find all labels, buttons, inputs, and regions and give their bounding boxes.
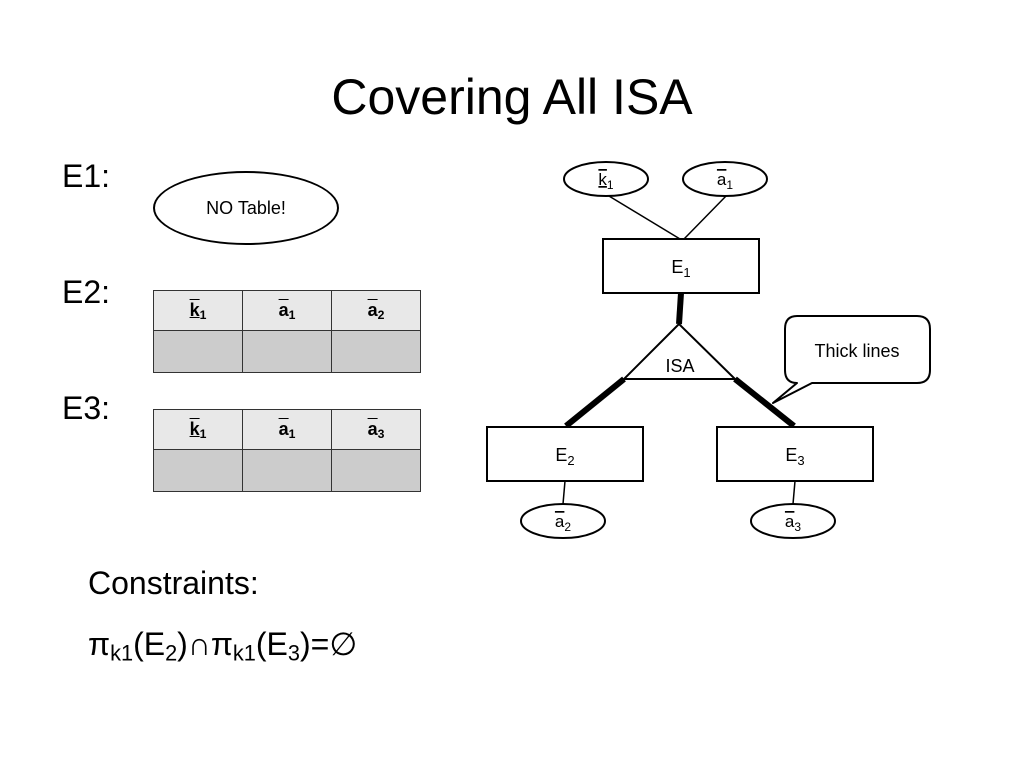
isa-triangle xyxy=(621,322,738,380)
e2-header-a2: a2 xyxy=(331,290,421,331)
no-table-text: NO Table! xyxy=(206,197,286,218)
e3-cell xyxy=(153,449,243,492)
e3-label: E3: xyxy=(62,390,111,426)
attr-a1-text: a1 xyxy=(717,170,733,192)
e2-cell xyxy=(331,330,421,373)
no-table-ellipse: NO Table! xyxy=(153,171,339,245)
e2-label: E2: xyxy=(62,274,111,310)
a1-connector xyxy=(683,193,729,240)
slide-title: Covering All ISA xyxy=(331,69,693,125)
e2-table: k1 a1 a2 xyxy=(153,290,421,373)
e3-header-k1: k1 xyxy=(153,409,243,450)
callout-bubble xyxy=(772,315,931,404)
a3-connector xyxy=(792,480,796,505)
isa-e2-thick-line xyxy=(564,376,626,429)
a2-connector xyxy=(562,480,566,505)
attr-a3-text: a3 xyxy=(785,512,801,534)
attr-a2-ellipse xyxy=(520,503,606,539)
e2-header-k1: k1 xyxy=(153,290,243,331)
entity-e3-box xyxy=(716,426,874,482)
e3-header-a3: a3 xyxy=(331,409,421,450)
e3-header-a1: a1 xyxy=(242,409,332,450)
e3-cell xyxy=(242,449,332,492)
e3-table: k1 a1 a3 xyxy=(153,409,421,492)
isa-e3-thick-line xyxy=(733,376,796,429)
entity-e1-box xyxy=(602,238,760,294)
entity-e2-box xyxy=(486,426,644,482)
k1-connector xyxy=(603,192,681,240)
e3-cell xyxy=(331,449,421,492)
attr-a1-ellipse xyxy=(682,161,768,197)
attr-a2-text: a2 xyxy=(555,512,571,534)
attr-k1-ellipse xyxy=(563,161,649,197)
entity-e2-text: E2 xyxy=(555,445,574,468)
constraints-heading: Constraints: xyxy=(88,565,259,601)
isa-text: ISA xyxy=(665,356,694,376)
e2-header-a1: a1 xyxy=(242,290,332,331)
attr-a3-ellipse xyxy=(750,503,836,539)
callout-text: Thick lines xyxy=(814,341,899,361)
e1-label: E1: xyxy=(62,158,111,194)
entity-e1-text: E1 xyxy=(671,257,690,280)
constraint-formula: πk1(E2)∩πk1(E3)=∅ xyxy=(88,626,358,666)
attr-k1-text: k1 xyxy=(598,170,614,192)
entity-e3-text: E3 xyxy=(785,445,804,468)
e1-isa-thick-line xyxy=(676,292,684,325)
e2-cell xyxy=(153,330,243,373)
